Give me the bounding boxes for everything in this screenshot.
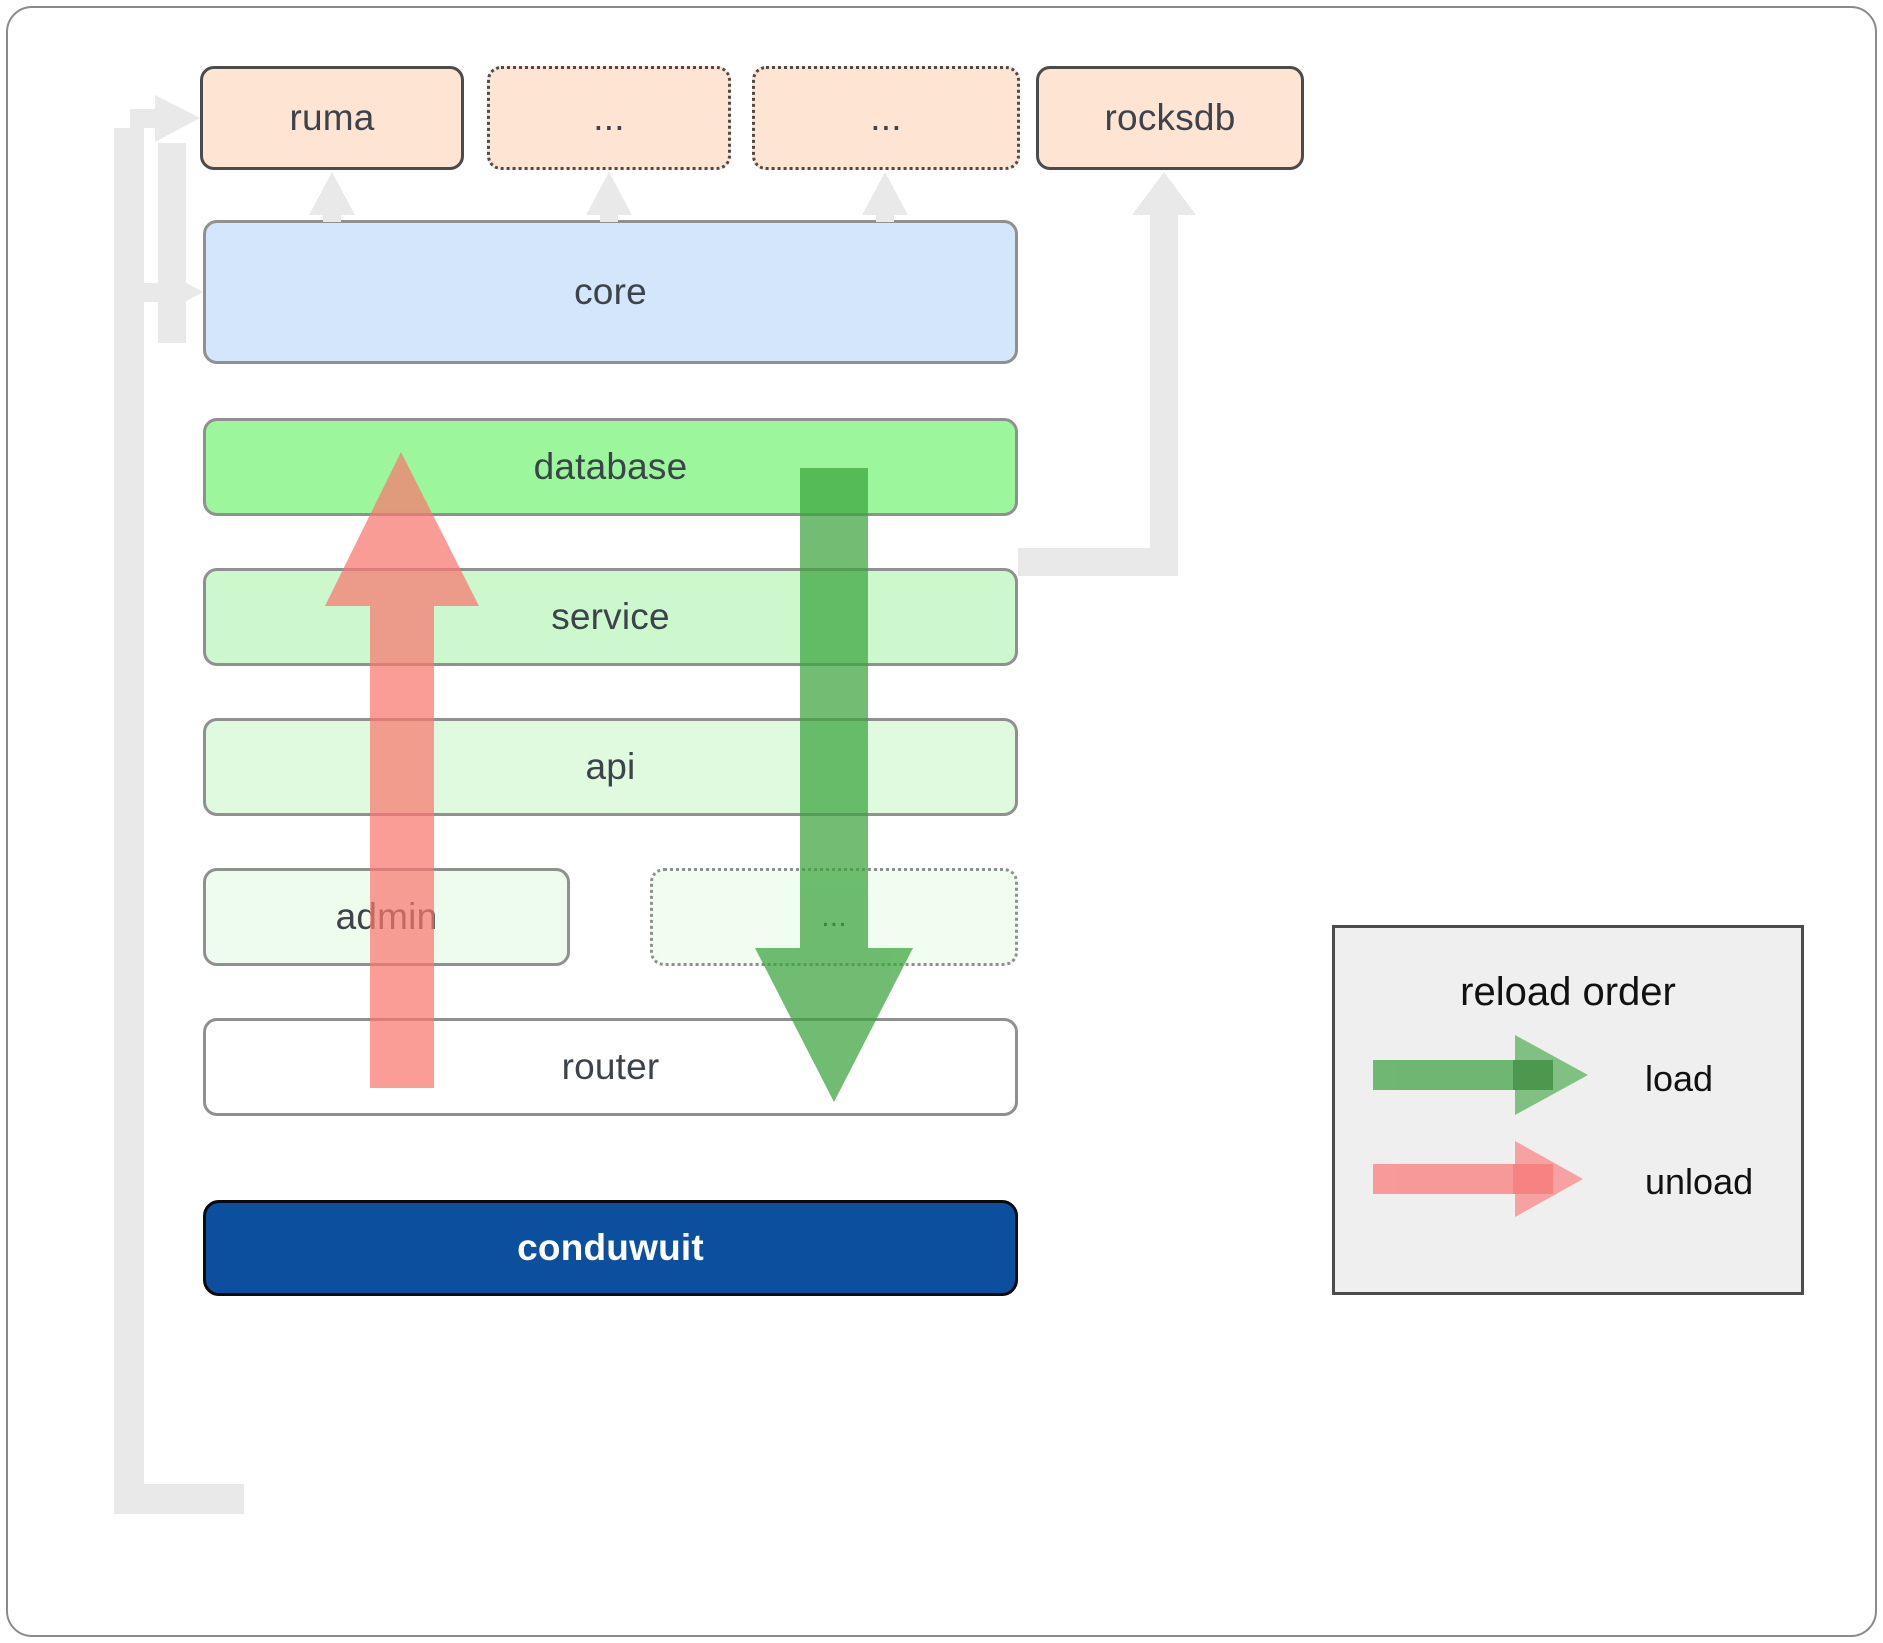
connector-to-conduwuit [114,1484,244,1514]
layer-label: service [551,596,670,637]
dependency-box-rocksdb[interactable]: rocksdb [1036,66,1304,170]
legend-label-load: load [1645,1058,1714,1099]
layer-label: ... [821,900,847,933]
legend-panel: reload order load unload [1332,925,1804,1295]
dependency-box-ruma[interactable]: ruma [200,66,464,170]
layer-label: api [585,746,636,787]
root-box-conduwuit[interactable]: conduwuit [203,1200,1018,1296]
layer-label: core [574,271,647,312]
layer-label: router [561,1046,660,1087]
dependency-label: ... [593,97,625,138]
legend-label-unload: unload [1645,1161,1754,1202]
layer-box-api[interactable]: api [203,718,1018,816]
layer-box-database[interactable]: database [203,418,1018,516]
dependency-label: ... [870,97,902,138]
layer-box-admin[interactable]: admin [203,868,570,966]
legend-arrows [1373,1035,1588,1217]
legend-unload-arrow [1373,1141,1583,1217]
root-label: conduwuit [517,1227,704,1268]
connector-trunk-vertical [114,128,144,1514]
legend-title: reload order [1460,970,1676,1014]
dependency-box-ellipsis-1[interactable]: ... [487,66,731,170]
layer-box-core[interactable]: core [203,220,1018,364]
dependency-label: ruma [289,97,375,138]
dependency-label: rocksdb [1104,97,1236,138]
layer-box-router[interactable]: router [203,1018,1018,1116]
layer-box-ellipsis[interactable]: ... [650,868,1018,966]
dependency-box-ellipsis-2[interactable]: ... [752,66,1020,170]
connector-db-up [1150,205,1178,576]
layer-label: database [533,446,688,487]
connector-branch-vertical [158,143,186,343]
legend-load-arrow [1373,1035,1588,1115]
layer-label: admin [335,896,438,937]
layer-box-service[interactable]: service [203,568,1018,666]
